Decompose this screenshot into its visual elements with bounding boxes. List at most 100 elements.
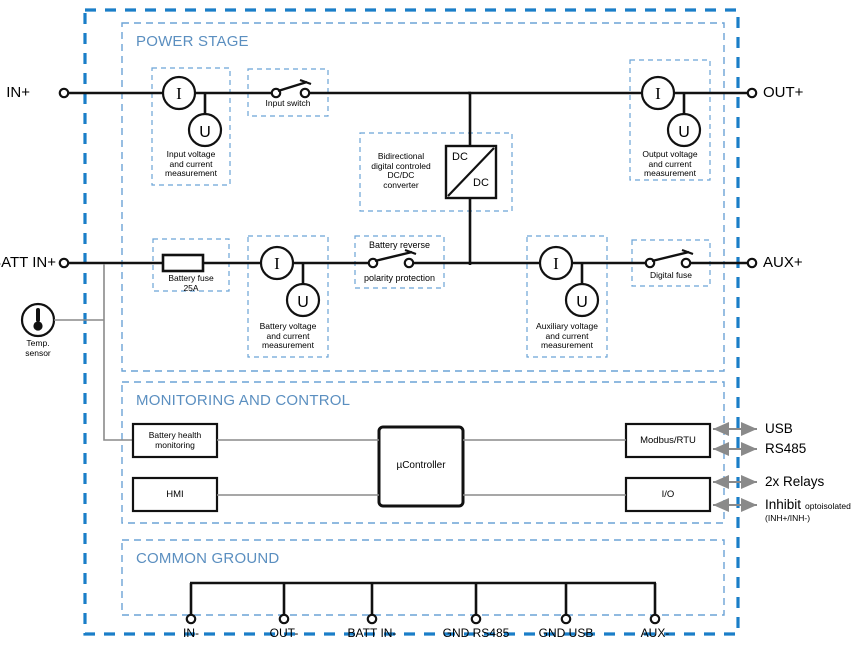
input-measurement-line2: and current bbox=[169, 158, 213, 169]
section-title-monitoring: MONITORING AND CONTROL bbox=[136, 392, 351, 409]
inhibit-pins-label: (INH+/INH-) bbox=[765, 513, 811, 523]
modbus-label: Modbus/RTU bbox=[640, 435, 696, 446]
battery-health-line2: monitoring bbox=[155, 439, 195, 450]
ground-label-gnd-usb: GND USB bbox=[538, 626, 594, 640]
io-block[interactable] bbox=[624, 476, 712, 513]
battery-measurement-line2: and current bbox=[266, 330, 310, 341]
dcdc-converter-box bbox=[359, 132, 513, 212]
ucontroller-block[interactable] bbox=[377, 425, 465, 508]
ground-label-in-minus: IN- bbox=[183, 626, 199, 640]
ground-terminal-dot bbox=[470, 613, 482, 625]
aux-current-meter-letter: I bbox=[553, 254, 559, 273]
battery-measurement-box bbox=[247, 235, 329, 358]
battery-voltage-meter-icon bbox=[285, 282, 321, 318]
ucontroller-label: µController bbox=[396, 460, 446, 471]
ground-label-out-minus: OUT- bbox=[269, 626, 299, 640]
terminal-in-plus-dot bbox=[58, 87, 70, 99]
aux-voltage-meter-icon bbox=[564, 282, 600, 318]
output-measurement-line1: Output voltage bbox=[642, 149, 698, 159]
reverse-protection-line2: polarity protection bbox=[363, 273, 436, 283]
output-voltage-meter-letter: U bbox=[678, 124, 690, 141]
aux-measurement-line3: measurement bbox=[541, 340, 593, 350]
dcdc-symbol-top-label: DC bbox=[452, 151, 468, 163]
hmi-block[interactable] bbox=[131, 476, 219, 513]
ground-terminal-dot bbox=[185, 613, 197, 625]
temp-sensor-line2: sensor bbox=[25, 347, 51, 358]
battery-voltage-meter-letter: U bbox=[297, 294, 309, 311]
digital-fuse-lever bbox=[651, 250, 690, 263]
section-title-common-ground: COMMON GROUND bbox=[136, 550, 280, 567]
dcdc-label-line1: Bidirectional bbox=[377, 151, 425, 161]
hmi-label: HMI bbox=[166, 489, 184, 500]
digital-fuse-tick bbox=[681, 248, 694, 256]
battery-health-block[interactable] bbox=[131, 422, 219, 459]
terminal-label-out-plus: OUT+ bbox=[763, 84, 804, 101]
output-measurement-line2: and current bbox=[648, 158, 692, 169]
output-measurement-line3: measurement bbox=[644, 168, 696, 178]
aux-measurement-label: Auxiliary voltage and current measuremen… bbox=[527, 321, 607, 351]
aux-measurement-box bbox=[526, 235, 608, 358]
battery-fuse-symbol bbox=[161, 253, 205, 273]
battery-health-label: Battery health monitoring bbox=[133, 430, 217, 450]
digital-fuse-label: Digital fuse bbox=[649, 270, 693, 280]
battery-measurement-line1: Battery voltage bbox=[259, 321, 317, 331]
reverse-switch-right-node bbox=[403, 257, 415, 269]
thermometer-icon bbox=[36, 308, 40, 322]
wire-batt-node-to-battery-health bbox=[103, 264, 133, 441]
dcdc-converter-diagonal bbox=[447, 147, 495, 197]
terminal-label-aux-plus: AUX+ bbox=[763, 254, 803, 271]
battery-current-meter-letter: I bbox=[274, 254, 280, 273]
reverse-protection-line1: Battery reverse bbox=[368, 240, 431, 250]
battery-fuse-line1: Battery fuse bbox=[168, 273, 214, 283]
thermometer-bulb-icon bbox=[33, 321, 43, 331]
common-ground-border bbox=[121, 539, 725, 616]
terminal-label-batt-in-plus: BATT IN+ bbox=[0, 254, 56, 271]
input-current-meter-letter: I bbox=[176, 84, 182, 103]
input-switch-label: Input switch bbox=[265, 98, 311, 108]
dcdc-label-line2: digital controled bbox=[371, 160, 431, 171]
input-measurement-box bbox=[151, 67, 231, 186]
input-voltage-meter-icon bbox=[187, 112, 223, 148]
ground-terminal-dot bbox=[366, 613, 378, 625]
input-measurement-label: Input voltage and current measurement bbox=[152, 149, 230, 179]
battery-fuse-box bbox=[152, 238, 230, 292]
input-voltage-meter-letter: U bbox=[199, 124, 211, 141]
output-voltage-meter-icon bbox=[666, 112, 702, 148]
battery-fuse-label: Battery fuse 25A bbox=[153, 273, 229, 293]
section-title-power-stage: POWER STAGE bbox=[136, 33, 249, 50]
aux-measurement-line1: Auxiliary voltage bbox=[536, 321, 598, 331]
output-current-meter-letter: I bbox=[655, 84, 661, 103]
input-switch-right-node bbox=[299, 87, 311, 99]
aux-voltage-meter-letter: U bbox=[576, 294, 588, 311]
input-measurement-line1: Input voltage bbox=[166, 149, 216, 159]
interface-label-rs485: RS485 bbox=[765, 441, 807, 456]
interface-label-usb: USB bbox=[765, 421, 793, 436]
input-switch-tick bbox=[299, 78, 312, 86]
reverse-switch-tick bbox=[404, 248, 417, 256]
temp-sensor-line1: Temp. bbox=[26, 338, 50, 348]
input-measurement-line3: measurement bbox=[165, 168, 217, 178]
inhibit-sub-label: optoisolated bbox=[805, 501, 851, 511]
terminal-label-in-plus: IN+ bbox=[6, 84, 30, 101]
ground-label-aux-minus: AUX- bbox=[640, 626, 670, 640]
dcdc-label-line4: converter bbox=[383, 179, 419, 190]
terminal-batt-in-plus-dot bbox=[58, 257, 70, 269]
reverse-switch-lever bbox=[374, 250, 413, 263]
output-measurement-box bbox=[629, 59, 711, 181]
ground-label-batt-in-minus: BATT IN- bbox=[347, 626, 397, 640]
dcdc-converter-label: Bidirectional digital controled DC/DC co… bbox=[360, 151, 442, 190]
io-label: I/O bbox=[661, 489, 675, 500]
ground-terminal-dot bbox=[649, 613, 661, 625]
ground-terminal-dot bbox=[278, 613, 290, 625]
battery-measurement-label: Battery voltage and current measurement bbox=[248, 321, 328, 351]
dcdc-label-line3: DC/DC bbox=[387, 170, 415, 180]
temp-sensor-label: Temp. sensor bbox=[8, 338, 68, 358]
input-switch-lever bbox=[277, 80, 308, 93]
battery-measurement-line3: measurement bbox=[262, 340, 314, 350]
power-stage-border bbox=[121, 22, 725, 372]
ground-label-gnd-rs485: GND RS485 bbox=[442, 626, 510, 640]
output-measurement-label: Output voltage and current measurement bbox=[630, 149, 710, 179]
